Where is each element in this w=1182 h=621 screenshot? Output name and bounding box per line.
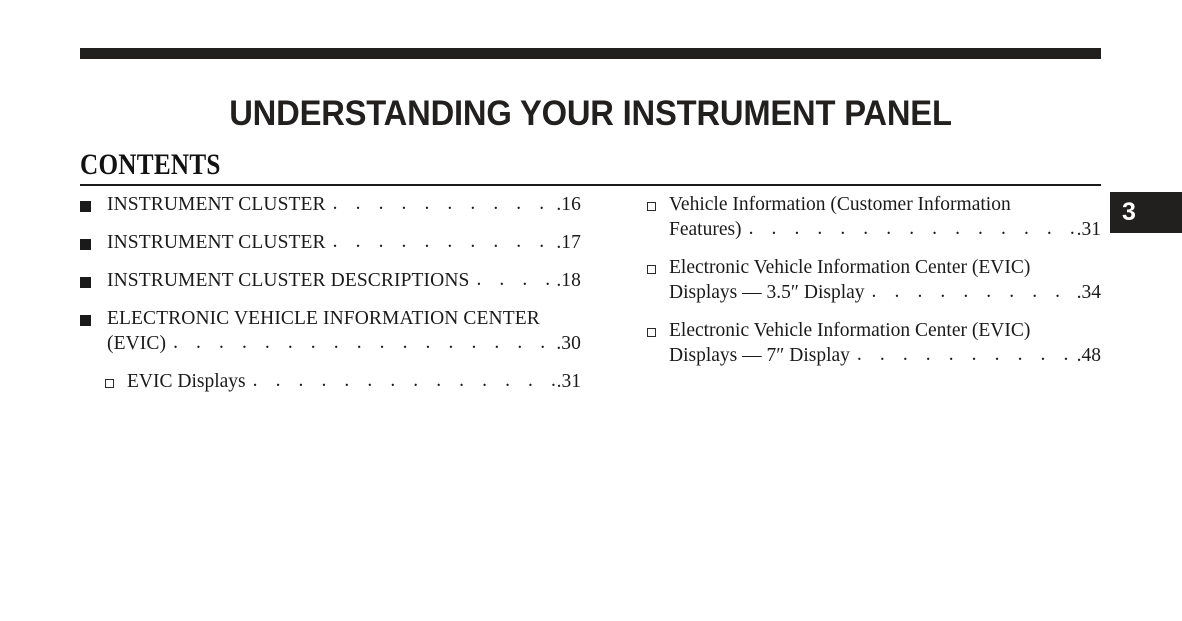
hollow-square-bullet-icon	[105, 379, 114, 388]
toc-page-number: .31	[1076, 219, 1101, 240]
toc-dot-leader: . . . . . . . . . . . . . . . . . . . . …	[856, 344, 1076, 365]
toc-column-left: INSTRUMENT CLUSTER . . . . . . . . . . . …	[80, 192, 581, 407]
contents-underline-rule	[80, 184, 1101, 186]
toc-dot-leader: . . . . . . . . . . . . . . . . . . . . …	[748, 218, 1076, 239]
toc-entry-label: Features)	[669, 219, 742, 240]
toc-dot-leader: . . . . . . . . . . . . . . . . . . . . …	[332, 231, 556, 252]
toc-entry-body: INSTRUMENT CLUSTER . . . . . . . . . . . …	[80, 192, 581, 217]
toc-entry-body: EVIC Displays . . . . . . . . . . . . . .…	[105, 369, 581, 394]
toc-dot-leader: . . . . . . . . . . . . . . . . . . . . …	[476, 269, 555, 290]
toc-entry-label: INSTRUMENT CLUSTER	[107, 194, 326, 215]
toc-dot-leader: . . . . . . . . . . . . . . . . . . . . …	[173, 332, 555, 353]
toc-page-number: .48	[1076, 345, 1101, 366]
header-rule-bar	[80, 48, 1101, 59]
toc-entry[interactable]: ELECTRONIC VEHICLE INFORMATION CENTER(EV…	[80, 306, 581, 356]
toc-entry-label: INSTRUMENT CLUSTER	[107, 232, 326, 253]
filled-square-bullet-icon	[80, 277, 91, 288]
toc-page-number: .17	[556, 232, 581, 253]
page-index-number: 3	[1122, 198, 1136, 226]
toc-dot-leader: . . . . . . . . . . . . . . . . . . . . …	[252, 370, 556, 391]
toc-leader-line: EVIC Displays . . . . . . . . . . . . . .…	[127, 369, 581, 394]
toc-dot-leader: . . . . . . . . . . . . . . . . . . . . …	[871, 281, 1076, 302]
toc-entry-body: Electronic Vehicle Information Center (E…	[647, 255, 1101, 305]
hollow-square-bullet-icon	[647, 328, 656, 337]
filled-square-bullet-icon	[80, 239, 91, 250]
toc-leader-line: (EVIC) . . . . . . . . . . . . . . . . . …	[107, 331, 581, 356]
toc-leader-line: Features) . . . . . . . . . . . . . . . .…	[669, 217, 1101, 242]
toc-entry-body: Vehicle Information (Customer Informatio…	[647, 192, 1101, 242]
hollow-square-bullet-icon	[647, 265, 656, 274]
toc-entry-label: Displays — 7″ Display	[669, 345, 850, 366]
toc-entry[interactable]: INSTRUMENT CLUSTER . . . . . . . . . . . …	[80, 192, 581, 217]
toc-entry-label: EVIC Displays	[127, 371, 246, 392]
filled-square-bullet-icon	[80, 201, 91, 212]
toc-dot-leader: . . . . . . . . . . . . . . . . . . . . …	[332, 193, 556, 214]
toc-entry[interactable]: INSTRUMENT CLUSTER . . . . . . . . . . . …	[80, 230, 581, 255]
toc-entry-body: INSTRUMENT CLUSTER . . . . . . . . . . . …	[80, 230, 581, 255]
toc-entry-label: Vehicle Information (Customer Informatio…	[669, 194, 1011, 215]
toc-entry-body: ELECTRONIC VEHICLE INFORMATION CENTER(EV…	[80, 306, 581, 356]
page-index-tab: 3	[1110, 192, 1182, 233]
toc-entry-label: INSTRUMENT CLUSTER DESCRIPTIONS	[107, 270, 470, 291]
toc-leader-line: Displays — 7″ Display . . . . . . . . . .…	[669, 343, 1101, 368]
toc-entry[interactable]: Electronic Vehicle Information Center (E…	[647, 255, 1101, 305]
toc-entry[interactable]: Electronic Vehicle Information Center (E…	[647, 318, 1101, 368]
contents-heading: CONTENTS	[80, 148, 221, 181]
toc-leader-line: INSTRUMENT CLUSTER DESCRIPTIONS . . . . .…	[107, 268, 581, 293]
toc-column-right: Vehicle Information (Customer Informatio…	[622, 192, 1101, 381]
toc-page-number: .34	[1076, 282, 1101, 303]
toc-entry-body: Electronic Vehicle Information Center (E…	[647, 318, 1101, 368]
toc-leader-line: INSTRUMENT CLUSTER . . . . . . . . . . . …	[107, 192, 581, 217]
toc-entry-body: INSTRUMENT CLUSTER DESCRIPTIONS . . . . .…	[80, 268, 581, 293]
toc-page-number: .16	[556, 194, 581, 215]
toc-entry-label: Electronic Vehicle Information Center (E…	[669, 320, 1031, 341]
toc-entry-label: Displays — 3.5″ Display	[669, 282, 865, 303]
toc-page-number: .30	[556, 333, 581, 354]
toc-leader-line: Displays — 3.5″ Display . . . . . . . . .…	[669, 280, 1101, 305]
toc-page-number: .18	[556, 270, 581, 291]
toc-entry[interactable]: Vehicle Information (Customer Informatio…	[647, 192, 1101, 242]
hollow-square-bullet-icon	[647, 202, 656, 211]
toc-entry[interactable]: INSTRUMENT CLUSTER DESCRIPTIONS . . . . .…	[80, 268, 581, 293]
toc-leader-line: INSTRUMENT CLUSTER . . . . . . . . . . . …	[107, 230, 581, 255]
toc-entry-label: Electronic Vehicle Information Center (E…	[669, 257, 1031, 278]
filled-square-bullet-icon	[80, 315, 91, 326]
toc-entry[interactable]: EVIC Displays . . . . . . . . . . . . . .…	[105, 369, 581, 394]
toc-entry-label: (EVIC)	[107, 333, 167, 354]
toc-entry-label: ELECTRONIC VEHICLE INFORMATION CENTER	[107, 308, 540, 329]
page-title: UNDERSTANDING YOUR INSTRUMENT PANEL	[229, 94, 952, 134]
toc-page-number: .31	[556, 371, 581, 392]
